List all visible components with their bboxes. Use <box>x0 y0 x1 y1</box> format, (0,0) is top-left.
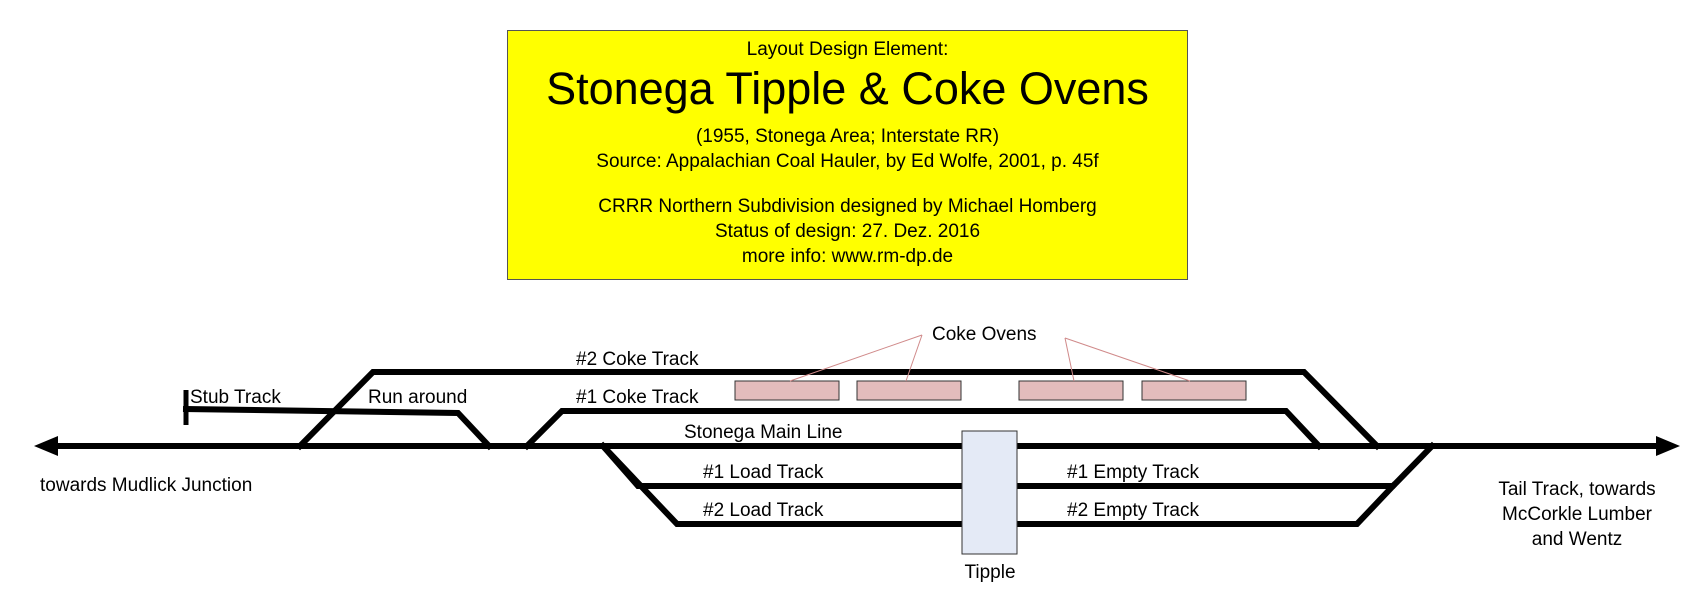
coke-ovens-leader <box>1064 337 1191 382</box>
tipple-label: Tipple <box>964 562 1015 583</box>
coke-track-2 <box>295 369 1382 451</box>
tail-track-label-1: Tail Track, towards <box>1498 479 1655 500</box>
empty-track-1-label: #1 Empty Track <box>1067 462 1199 483</box>
coke-ovens-leader <box>789 334 923 382</box>
designer-line: CRRR Northern Subdivision designed by Mi… <box>598 196 1097 217</box>
coke-oven <box>856 380 962 401</box>
coke-track-1-label: #1 Coke Track <box>576 387 699 408</box>
load-track-2-label: #2 Load Track <box>703 500 824 521</box>
stub-track <box>182 405 494 451</box>
coke-oven <box>1018 380 1124 401</box>
coke-oven <box>1141 380 1247 401</box>
coke-track-1 <box>522 408 1324 451</box>
coke-ovens-label: Coke Ovens <box>932 324 1037 345</box>
empty-track-2-label: #2 Empty Track <box>1067 500 1199 521</box>
coke-oven <box>734 380 840 401</box>
tail-track-label-2: McCorkle Lumber <box>1502 504 1653 525</box>
source-line: Source: Appalachian Coal Hauler, by Ed W… <box>596 151 1099 172</box>
stub-track-label: Stub Track <box>190 387 281 408</box>
west-destination-label: towards Mudlick Junction <box>40 475 252 496</box>
run-around-label: Run around <box>368 387 467 408</box>
load-track-1-label: #1 Load Track <box>703 462 824 483</box>
arrow-left-icon <box>34 436 58 456</box>
coke-ovens-leader <box>1064 337 1075 382</box>
diagram-subtitle: (1955, Stonega Area; Interstate RR) <box>695 126 1000 147</box>
tipple-building <box>961 430 1018 555</box>
coke-ovens-leader <box>905 334 923 382</box>
arrow-right-icon <box>1656 436 1680 456</box>
coke-track-2-label: #2 Coke Track <box>576 349 699 370</box>
status-line: Status of design: 27. Dez. 2016 <box>714 221 981 242</box>
tail-track-label-3: and Wentz <box>1532 529 1622 550</box>
title-caption: Layout Design Element: <box>746 39 949 60</box>
title-box: Layout Design Element: Stonega Tipple & … <box>507 30 1188 280</box>
diagram-title: Stonega Tipple & Coke Ovens <box>546 63 1149 114</box>
main-line-label: Stonega Main Line <box>684 422 842 443</box>
info-line: more info: www.rm-dp.de <box>741 246 954 267</box>
